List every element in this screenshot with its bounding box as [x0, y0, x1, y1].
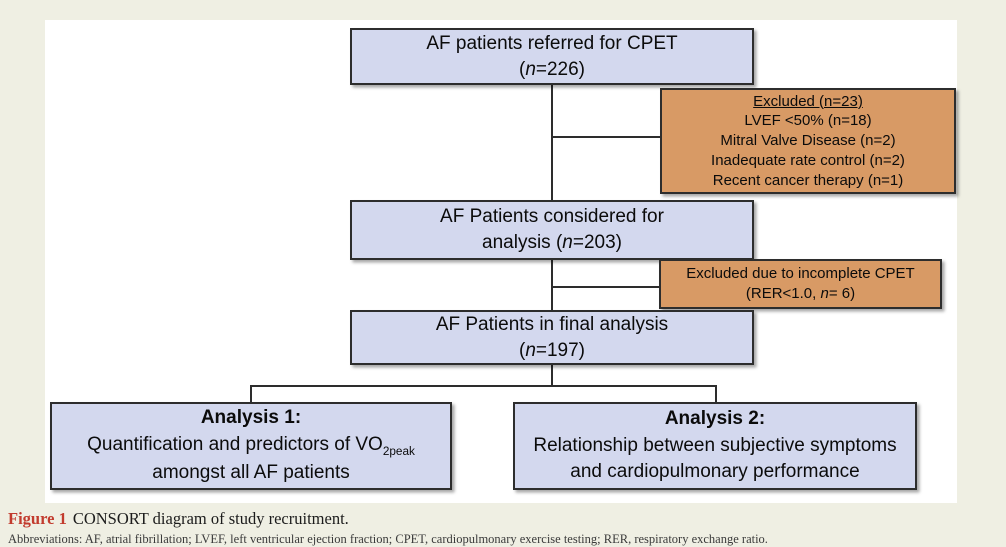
connector-drop-analysis-2 [715, 385, 717, 404]
box-excluded-2: Excluded due to incomplete CPET (RER<1.0… [659, 259, 942, 309]
referred-count: (n=226) [518, 58, 586, 80]
box-excluded-1: Excluded (n=23) LVEF <50% (n=18) Mitral … [660, 88, 956, 194]
analysis-1-title: Analysis 1: [200, 406, 302, 428]
connector-split-horizontal [250, 385, 717, 387]
connector-branch-excluded-2 [552, 286, 661, 288]
considered-count: analysis (n=203) [482, 232, 622, 253]
final-line1: AF Patients in final analysis [435, 313, 669, 335]
excluded-1-title: Excluded (n=23) [753, 92, 863, 110]
analysis-2-line1: Relationship between subjective symptoms [533, 434, 897, 456]
excluded-1-item: Recent cancer therapy (n=1) [712, 171, 904, 189]
connector-referred-to-considered [551, 85, 553, 202]
box-referred-for-cpet: AF patients referred for CPET (n=226) [350, 28, 754, 85]
final-count: (n=197) [518, 339, 586, 361]
box-analysis-2: Analysis 2: Relationship between subject… [513, 402, 917, 490]
connector-final-stub [551, 365, 553, 387]
analysis-1-line1: Quantification and predictors of VO2peak [87, 433, 415, 458]
excluded-2-count: (RER<1.0, n= 6) [745, 285, 856, 302]
figure-caption-label: Figure 1 [8, 509, 67, 528]
connector-branch-excluded-1 [552, 136, 662, 138]
excluded-1-item: LVEF <50% (n=18) [744, 112, 872, 130]
analysis-1-line2: amongst all AF patients [152, 462, 350, 484]
box-analysis-1: Analysis 1: Quantification and predictor… [50, 402, 452, 490]
figure-page: { "colors": { "page_background": "#efefe… [8, 20, 998, 546]
considered-line1: AF Patients considered for [440, 206, 664, 228]
figure-footnote-partial: Abbreviations: AF, atrial fibrillation; … [8, 532, 768, 546]
box-final-analysis: AF Patients in final analysis (n=197) [350, 310, 754, 365]
excluded-1-item: Mitral Valve Disease (n=2) [720, 132, 896, 150]
figure-caption-text: CONSORT diagram of study recruitment. [72, 509, 349, 528]
excluded-1-item: Inadequate rate control (n=2) [711, 151, 905, 169]
analysis-2-title: Analysis 2: [664, 407, 766, 429]
referred-line1: AF patients referred for CPET [426, 32, 678, 54]
box-considered-for-analysis: AF Patients considered for analysis (n=2… [350, 200, 754, 260]
analysis-2-line2: and cardiopulmonary performance [570, 461, 860, 483]
excluded-2-line1: Excluded due to incomplete CPET [686, 264, 915, 282]
connector-drop-analysis-1 [250, 385, 252, 404]
figure-caption: Figure 1 CONSORT diagram of study recruit… [8, 509, 998, 529]
